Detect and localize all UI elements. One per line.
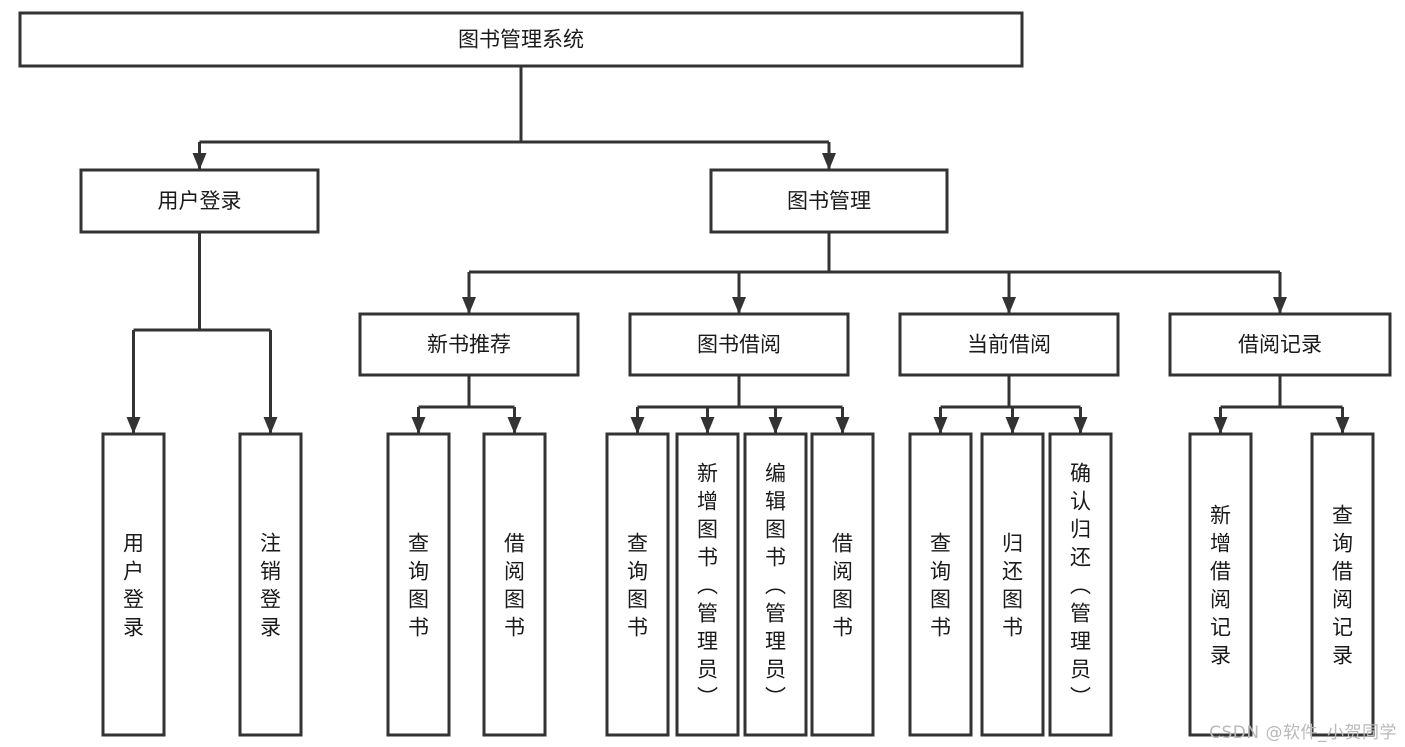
node-leaf-query-record-label: 查询借阅记录	[1332, 503, 1353, 667]
arrow-head-icon	[1213, 417, 1228, 434]
arrow-head-icon	[835, 417, 850, 434]
node-leaf-query-book-3-label: 查询图书	[930, 531, 951, 639]
node-root-root-rect[interactable]	[18, 11, 1024, 68]
csdn-watermark: CSDN @软件_小贺同学	[1209, 723, 1397, 743]
node-leaf-add-book-label: 新增图书︵管理员︶	[697, 461, 718, 709]
node-root-root-label: 图书管理系统	[458, 28, 584, 52]
node-leaf-query-book-1[interactable]: 查询图书	[386, 432, 451, 737]
node-new-book-rec[interactable]: 新书推荐	[358, 312, 580, 377]
node-current-borrow-label: 当前借阅	[967, 333, 1051, 357]
node-leaf-edit-book-rect[interactable]	[743, 432, 808, 737]
node-new-book-rec-rect[interactable]	[358, 312, 580, 377]
node-leaf-borrow-book-1[interactable]: 借阅图书	[482, 432, 547, 737]
node-leaf-logout-label: 注销登录	[260, 531, 281, 639]
node-leaf-query-book-2-rect[interactable]	[605, 432, 670, 737]
node-leaf-add-record-rect[interactable]	[1188, 432, 1253, 737]
node-leaf-confirm-return-rect[interactable]	[1048, 432, 1113, 737]
node-current-borrow-rect[interactable]	[898, 312, 1120, 377]
node-borrow-record-label: 借阅记录	[1238, 333, 1322, 357]
node-leaf-query-record[interactable]: 查询借阅记录	[1310, 432, 1375, 737]
node-leaf-borrow-book-1-rect[interactable]	[482, 432, 547, 737]
node-leaf-user-login[interactable]: 用户登录	[101, 432, 166, 737]
node-book-manage-rect[interactable]	[709, 168, 949, 234]
node-leaf-add-book-rect[interactable]	[675, 432, 740, 737]
node-leaf-add-book[interactable]: 新增图书︵管理员︶	[675, 432, 740, 737]
arrow-head-icon	[822, 153, 836, 170]
arrow-head-icon	[126, 417, 141, 434]
node-book-manage-label: 图书管理	[787, 189, 871, 213]
node-leaf-query-book-2-label: 查询图书	[627, 531, 648, 639]
arrow-head-icon	[507, 417, 522, 434]
node-leaf-borrow-book-2-label: 借阅图书	[832, 531, 853, 639]
arrow-head-icon	[263, 417, 278, 434]
node-leaf-borrow-book-1-label: 借阅图书	[504, 531, 525, 639]
node-leaf-return-book[interactable]: 归还图书	[980, 432, 1045, 737]
node-book-borrow[interactable]: 图书借阅	[628, 312, 850, 377]
node-book-borrow-rect[interactable]	[628, 312, 850, 377]
nodes-layer: 图书管理系统用户登录图书管理新书推荐图书借阅当前借阅借阅记录用户登录注销登录查询…	[18, 11, 1392, 737]
node-leaf-query-book-3[interactable]: 查询图书	[908, 432, 973, 737]
node-leaf-user-login-label: 用户登录	[123, 531, 144, 639]
arrow-head-icon	[630, 417, 645, 434]
arrow-head-icon	[1335, 417, 1350, 434]
node-root-root[interactable]: 图书管理系统	[18, 11, 1024, 68]
arrow-head-icon	[462, 297, 476, 314]
arrow-head-icon	[768, 417, 783, 434]
arrow-head-icon	[192, 153, 207, 170]
node-leaf-borrow-book-2-rect[interactable]	[810, 432, 875, 737]
node-leaf-query-record-rect[interactable]	[1310, 432, 1375, 737]
arrow-head-icon	[1002, 297, 1016, 314]
node-leaf-borrow-book-2[interactable]: 借阅图书	[810, 432, 875, 737]
arrow-head-icon	[1005, 417, 1020, 434]
arrow-head-icon	[411, 417, 426, 434]
node-book-borrow-label: 图书借阅	[697, 333, 781, 357]
node-leaf-user-login-rect[interactable]	[101, 432, 166, 737]
node-leaf-return-book-rect[interactable]	[980, 432, 1045, 737]
node-user-login-label: 用户登录	[158, 189, 242, 213]
node-leaf-edit-book-label: 编辑图书︵管理员︶	[765, 461, 786, 709]
node-leaf-query-book-2[interactable]: 查询图书	[605, 432, 670, 737]
node-leaf-query-book-1-label: 查询图书	[408, 531, 429, 639]
arrow-head-icon	[732, 297, 746, 314]
node-leaf-add-record[interactable]: 新增借阅记录	[1188, 432, 1253, 737]
node-leaf-confirm-return[interactable]: 确认归还︵管理员︶	[1048, 432, 1113, 737]
node-user-login-rect[interactable]	[79, 168, 320, 234]
node-leaf-return-book-label: 归还图书	[1002, 531, 1023, 639]
arrow-head-icon	[1273, 297, 1287, 314]
arrow-head-icon	[933, 417, 948, 434]
node-leaf-query-book-3-rect[interactable]	[908, 432, 973, 737]
connectors-layer	[126, 66, 1350, 434]
node-leaf-add-record-label: 新增借阅记录	[1210, 503, 1231, 667]
node-user-login[interactable]: 用户登录	[79, 168, 320, 234]
node-leaf-query-book-1-rect[interactable]	[386, 432, 451, 737]
arrow-head-icon	[1073, 417, 1088, 434]
node-leaf-logout[interactable]: 注销登录	[238, 432, 303, 737]
node-leaf-logout-rect[interactable]	[238, 432, 303, 737]
node-current-borrow[interactable]: 当前借阅	[898, 312, 1120, 377]
node-book-manage[interactable]: 图书管理	[709, 168, 949, 234]
node-borrow-record-rect[interactable]	[1168, 312, 1392, 377]
node-borrow-record[interactable]: 借阅记录	[1168, 312, 1392, 377]
node-leaf-edit-book[interactable]: 编辑图书︵管理员︶	[743, 432, 808, 737]
arrow-head-icon	[700, 417, 715, 434]
node-leaf-confirm-return-label: 确认归还︵管理员︶	[1070, 461, 1091, 709]
node-new-book-rec-label: 新书推荐	[427, 333, 511, 357]
